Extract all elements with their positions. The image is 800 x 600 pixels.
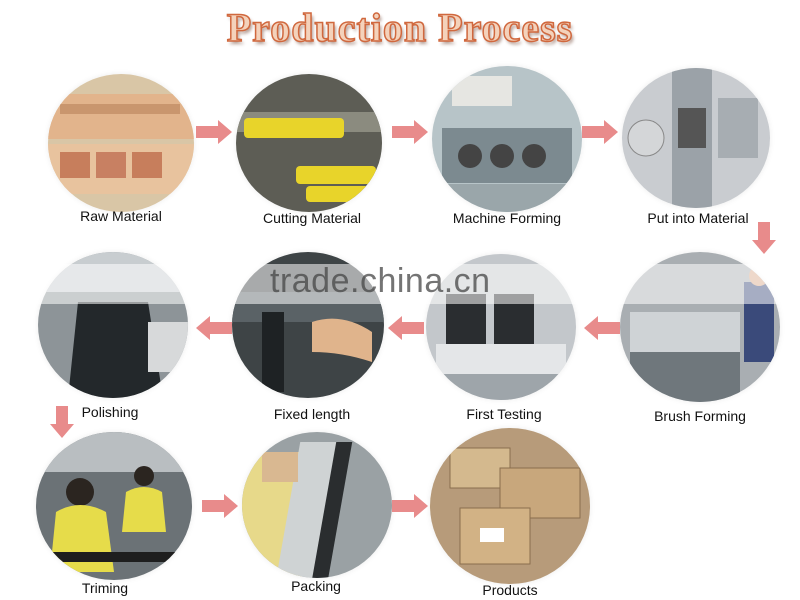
arrow-down-icon [752, 222, 776, 254]
machine-forming-photo [432, 66, 582, 212]
put-into-material-photo [622, 68, 770, 208]
step-label-packing: Packing [291, 578, 341, 594]
arrow-left-icon [388, 316, 424, 340]
step-label-cutting-material: Cutting Material [262, 210, 362, 226]
step-label-products: Products [482, 582, 538, 598]
arrow-right-icon [392, 494, 428, 518]
step-label-brush-forming: Brush Forming [654, 408, 746, 424]
arrow-right-icon [202, 494, 238, 518]
step-label-triming: Triming [81, 580, 129, 596]
step-label-machine-forming: Machine Forming [452, 210, 562, 226]
triming-photo [36, 432, 192, 580]
step-label-first-testing: First Testing [466, 406, 542, 422]
cutting-material-photo [236, 74, 382, 212]
products-photo [430, 428, 590, 584]
step-label-polishing: Polishing [81, 404, 139, 420]
arrow-right-icon [196, 120, 232, 144]
arrow-right-icon [392, 120, 428, 144]
arrow-left-icon [196, 316, 232, 340]
step-label-fixed-length: Fixed length [273, 406, 351, 422]
page-title: Production Process [226, 4, 574, 51]
arrow-left-icon [584, 316, 620, 340]
watermark-band [30, 264, 780, 304]
packing-photo [242, 432, 392, 578]
arrow-down-icon [50, 406, 74, 438]
arrow-right-icon [582, 120, 618, 144]
step-label-raw-material: Raw Material [80, 208, 162, 224]
watermark-text: trade.china.cn [270, 262, 491, 300]
raw-material-photo [48, 74, 194, 212]
step-label-put-into-material: Put into Material [647, 210, 749, 226]
